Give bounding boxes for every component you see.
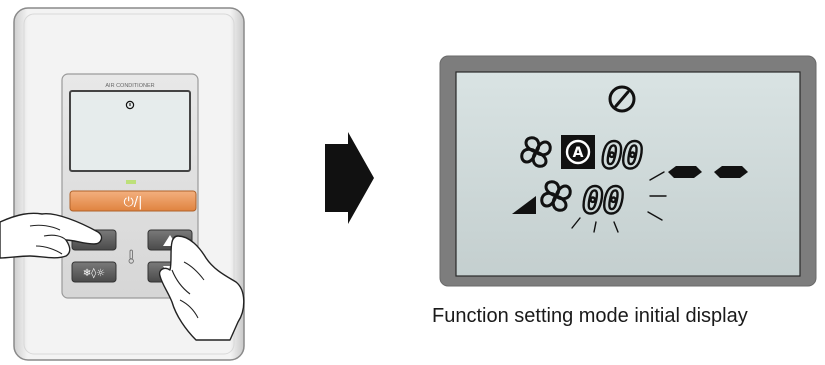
remote-screen-label: AIR CONDITIONER [105,83,154,89]
hand-right-icon [158,235,245,341]
power-button[interactable] [69,190,197,212]
lcd-display: A 00 00 [439,55,817,287]
thermometer-icon [128,249,134,264]
auto-mode-icon: A [561,135,595,169]
row1-digits: 00 [601,136,643,177]
power-button-label: ⏻/| [123,195,142,210]
blink-rays [571,171,667,233]
fan-icon [520,136,552,168]
dash-segment-left [668,166,702,178]
fan-icon-row2 [540,180,572,212]
fan-speed-wedge-icon [512,196,536,214]
mode-button[interactable] [71,261,117,283]
timer-icon [608,85,636,113]
dash-segment-right [714,166,748,178]
status-led [126,180,136,184]
figure-caption: Function setting mode initial display [432,305,748,327]
arrow-right-icon [325,132,374,224]
remote-lcd-timer-icon [125,100,135,110]
remote-lcd [69,90,191,172]
svg-text:A: A [573,145,584,161]
hand-left-icon [0,212,103,259]
mode-button-icons: ❄◊☼ [83,267,105,279]
remote-body-inner [23,13,235,355]
row2-digits: 00 [582,181,624,222]
